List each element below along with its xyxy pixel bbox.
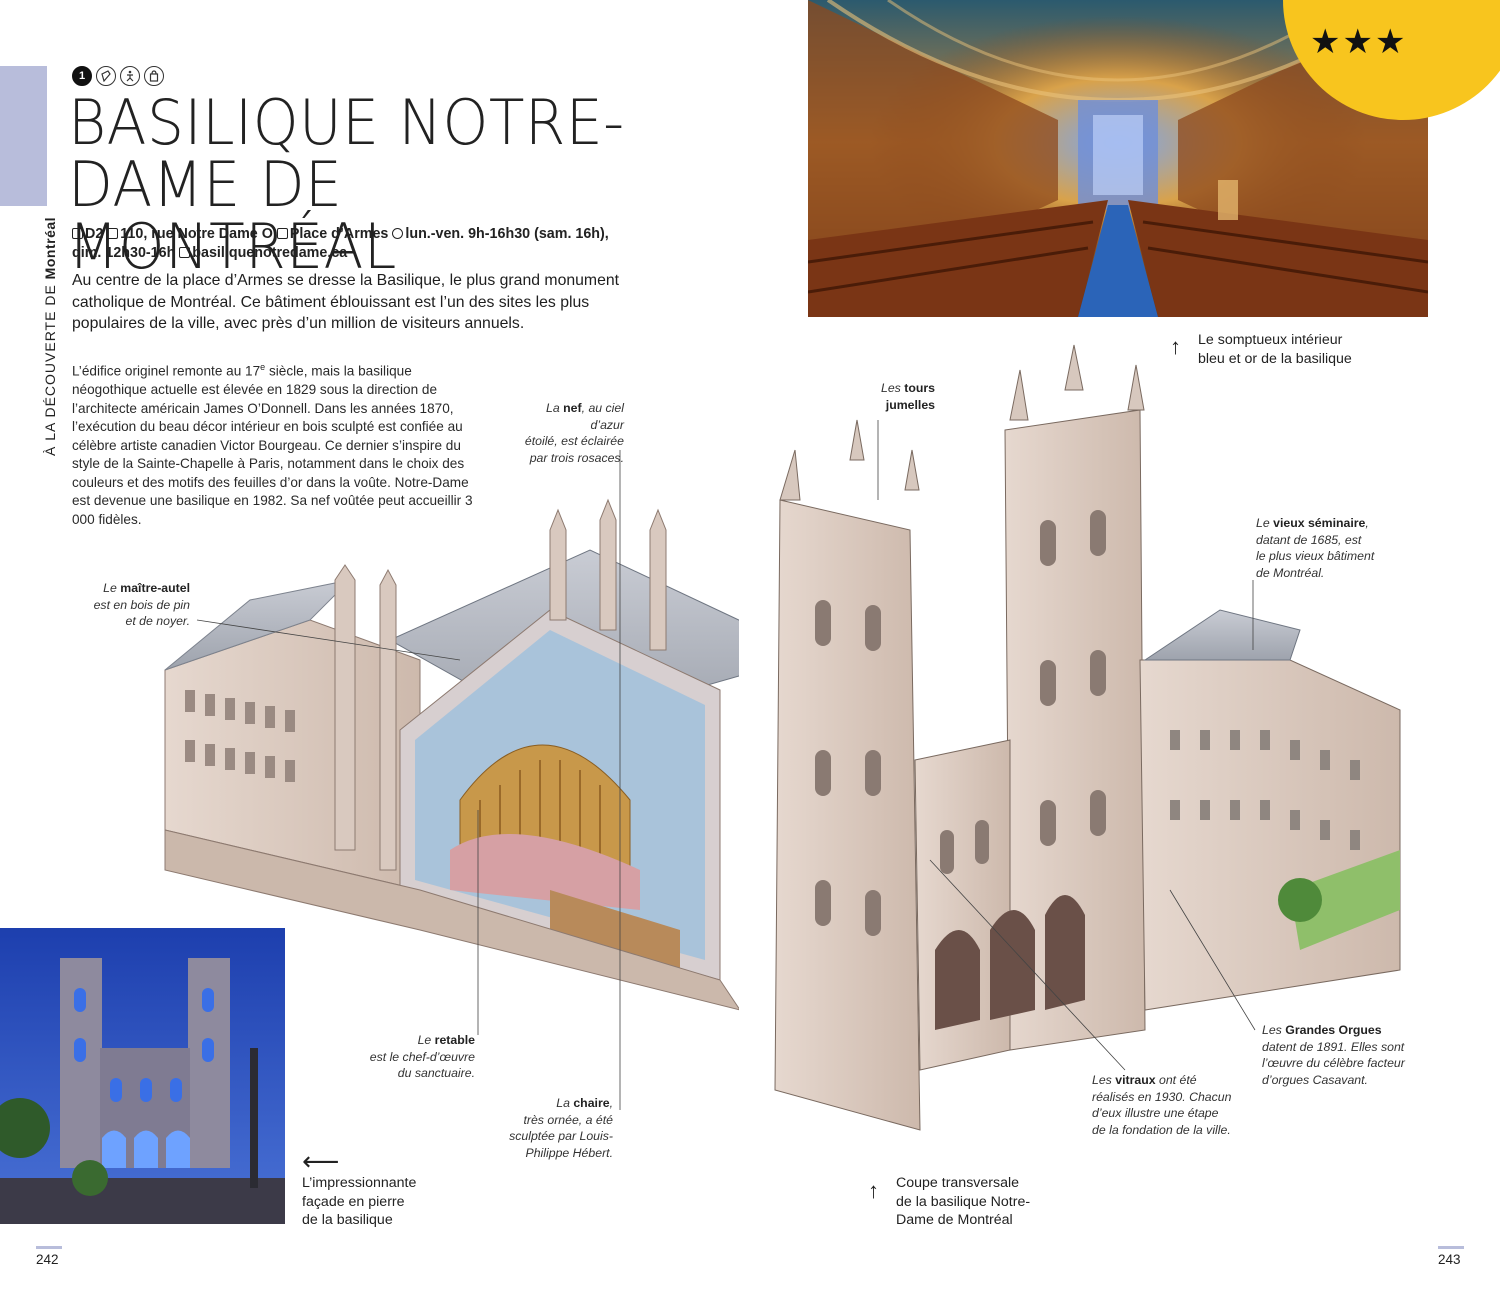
facade-caption-line-3: de la basilique <box>302 1212 393 1228</box>
callout-maitre-autel: Le maître-autel est en bois de pin et de… <box>88 580 190 630</box>
interior-caption: Le somptueux intérieur bleu et or de la … <box>1198 331 1352 368</box>
facade-photo <box>0 928 285 1224</box>
callout-tours: Les tours jumelles <box>860 380 935 413</box>
interior-caption-line-2: bleu et or de la basilique <box>1198 350 1352 367</box>
callout-nef-line-3: par trois rosaces. <box>529 450 624 465</box>
callout-tours-line-2: jumelles <box>885 397 935 412</box>
body-part-2: siècle, mais la basilique néogothique ac… <box>72 363 473 527</box>
callout-orgues-line-4: d’orgues Casavant. <box>1262 1072 1368 1087</box>
map-pin-icon <box>72 228 83 239</box>
callout-chaire-line-2: très ornée, a été <box>523 1112 613 1127</box>
metro-station: Place d’Armes <box>289 226 389 242</box>
callout-vitraux-line-4: de la fondation de la ville. <box>1092 1122 1231 1137</box>
facade-caption: L’impressionnante façade en pierre de la… <box>302 1174 416 1230</box>
accessibility-icon <box>120 66 140 86</box>
callout-orgues-line-3: l’œuvre du célèbre facteur <box>1262 1056 1405 1070</box>
page-title: BASILIQUE NOTRE- DAME DE MONTRÉAL <box>68 92 651 278</box>
arrow-up-icon: ↑ <box>868 1178 879 1203</box>
callout-chaire-line-4: Philippe Hébert. <box>525 1145 614 1160</box>
cross-section-illustration <box>160 330 1410 1210</box>
page-gutter <box>739 330 761 1210</box>
address-icon <box>107 228 119 239</box>
website-icon <box>179 247 191 258</box>
chapter-tab <box>0 66 47 206</box>
callout-nef: La nef, au ciel d’azur étoilé, est éclai… <box>512 400 624 466</box>
page-number-bar-right <box>1438 1246 1464 1249</box>
rating-stars: ★★★ <box>1310 23 1408 61</box>
practical-info: D2 110, rue Notre Dame O Place d’Armes l… <box>72 225 662 263</box>
callout-seminaire-line-4: de Montréal. <box>1256 565 1325 580</box>
callout-chaire-line-3: sculptée par Louis- <box>509 1129 613 1143</box>
section-caption-line-2: de la basilique Notre- <box>896 1193 1031 1210</box>
arrow-up-icon: ↑ <box>1170 334 1181 359</box>
callout-vitraux-pre: Les <box>1092 1073 1116 1087</box>
callout-nef-line-2: étoilé, est éclairée <box>524 434 624 448</box>
shopping-bag-icon <box>144 66 164 86</box>
callout-chaire: La chaire, très ornée, a été sculptée pa… <box>500 1095 613 1161</box>
callout-retable-line-3: du sanctuaire. <box>397 1066 475 1080</box>
callout-seminaire-line-2: datant de 1685, est <box>1256 532 1362 547</box>
chapter-label: À LA DÉCOUVERTE DE Montréal <box>42 217 58 456</box>
callout-autel-line-3: et de noyer. <box>125 614 191 628</box>
opening-hours-2: dim. 12h30-16h <box>72 245 176 261</box>
callout-vitraux-line-2: réalisés en 1930. Chacun <box>1092 1089 1232 1104</box>
callout-autel-line-2: est en bois de pin <box>93 597 190 612</box>
lead-paragraph: Au centre de la place d’Armes se dresse … <box>72 272 620 332</box>
callout-retable: Le retable est le chef-d’œuvre du sanctu… <box>355 1032 475 1082</box>
callout-seminaire-pre: Le <box>1256 516 1274 530</box>
callout-seminaire: Le vieux séminaire, datant de 1685, est … <box>1256 515 1386 581</box>
clock-icon <box>392 228 404 239</box>
callout-retable-term: retable <box>434 1033 475 1047</box>
chapter-prefix: À LA DÉCOUVERTE DE <box>42 284 58 456</box>
callout-chaire-post: , <box>609 1096 613 1110</box>
address: 110, rue Notre Dame O <box>120 226 273 242</box>
section-caption: Coupe transversale de la basilique Notre… <box>896 1174 1030 1230</box>
page-number-left: 242 <box>36 1252 59 1267</box>
arrow-left-icon: ⟵ <box>302 1146 340 1176</box>
page-number-right: 243 <box>1438 1252 1461 1267</box>
body-superscript: e <box>260 362 266 372</box>
feature-icons: 1 <box>72 66 164 86</box>
opening-hours-1: lun.-ven. 9h-16h30 (sam. 16h), <box>405 226 609 242</box>
title-line-1: BASILIQUE NOTRE- <box>68 86 625 159</box>
callout-tours-term: tours <box>904 381 935 395</box>
facade-caption-line-2: façade en pierre <box>302 1193 405 1210</box>
chapter-city: Montréal <box>42 216 58 280</box>
callout-orgues-term: Grandes Orgues <box>1285 1023 1382 1037</box>
callout-seminaire-post: , <box>1365 516 1369 530</box>
sight-number-icon: 1 <box>72 66 92 86</box>
callout-autel-pre: Le <box>103 581 121 595</box>
callout-nef-pre: La <box>546 401 564 415</box>
page-number-bar-left <box>36 1246 62 1249</box>
section-caption-line-3: Dame de Montréal <box>896 1212 1013 1228</box>
map-ref: D2 <box>85 226 104 242</box>
section-caption-line-1: Coupe transversale <box>896 1175 1020 1191</box>
callout-vitraux-post: ont été <box>1155 1073 1197 1087</box>
callout-retable-line-2: est le chef-d’œuvre <box>369 1049 475 1064</box>
callout-nef-term: nef <box>563 401 582 415</box>
callout-seminaire-term: vieux séminaire <box>1273 516 1366 530</box>
metro-icon <box>276 228 288 239</box>
interior-caption-line-1: Le somptueux intérieur <box>1198 332 1343 348</box>
callout-chaire-term: chaire <box>573 1096 610 1110</box>
website-link[interactable]: basiliquenotredame.ca <box>192 245 348 261</box>
callout-seminaire-line-3: le plus vieux bâtiment <box>1256 549 1375 563</box>
callout-nef-post: , au ciel d’azur <box>581 401 624 432</box>
callout-orgues-line-2: datent de 1891. Elles sont <box>1262 1039 1405 1054</box>
body-paragraph: L’édifice originel remonte au 17e siècle… <box>72 358 482 529</box>
ticket-icon <box>96 66 116 86</box>
body-part-1: L’édifice originel remonte au 17 <box>72 363 261 379</box>
callout-orgues-pre: Les <box>1262 1023 1286 1037</box>
callout-chaire-pre: La <box>556 1096 574 1110</box>
callout-retable-pre: Le <box>417 1033 435 1047</box>
callout-tours-pre: Les <box>881 381 905 395</box>
title-line-2: DAME DE MONTRÉAL <box>68 148 397 283</box>
callout-vitraux: Les vitraux ont été réalisés en 1930. Ch… <box>1092 1072 1242 1138</box>
callout-grandes-orgues: Les Grandes Orgues datent de 1891. Elles… <box>1262 1022 1412 1088</box>
callout-vitraux-term: vitraux <box>1115 1073 1156 1087</box>
callout-vitraux-line-3: d’eux illustre une étape <box>1092 1106 1219 1120</box>
facade-caption-line-1: L’impressionnante <box>302 1175 417 1191</box>
callout-autel-term: maître-autel <box>120 581 190 595</box>
